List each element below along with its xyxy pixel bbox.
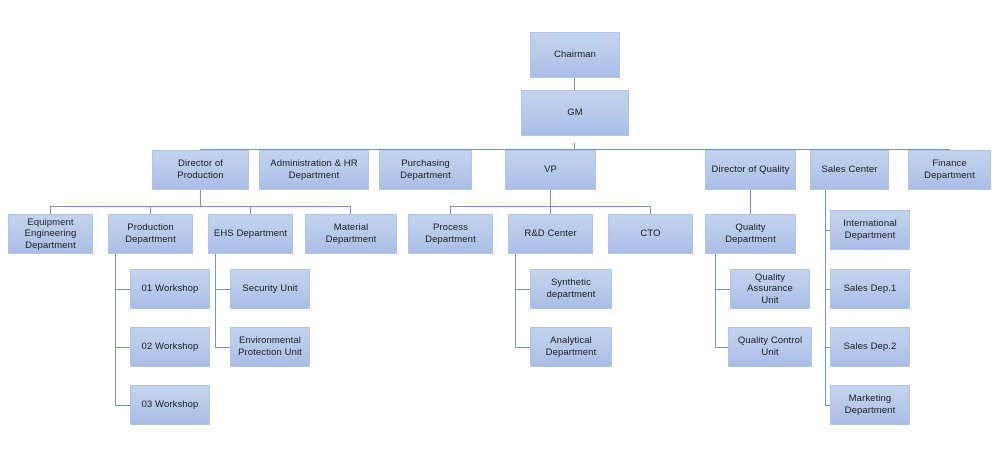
connector-quality-to-control-unit: [715, 347, 730, 348]
connector-ehs-spine: [215, 254, 216, 348]
node-quality-control-unit[interactable]: Quality Control Unit: [728, 327, 812, 367]
node-director-of-quality[interactable]: Director of Quality: [705, 150, 796, 190]
node-material-department[interactable]: Material Department: [305, 214, 397, 254]
node-analytical-department-label: Analytical Department: [545, 335, 597, 358]
node-purchasing-department[interactable]: Purchasing Department: [379, 150, 472, 190]
node-quality-control-unit-label: Quality Control Unit: [737, 335, 803, 358]
connector-stub-equipment-engineering: [50, 206, 51, 214]
node-synthetic-department[interactable]: Synthetic department: [530, 269, 612, 309]
node-gm[interactable]: GM: [521, 90, 629, 136]
node-synthetic-department-label: Synthetic department: [546, 277, 596, 300]
connector-gm-drop: [574, 143, 575, 150]
node-vp[interactable]: VP: [505, 150, 596, 190]
connector-quality-department-spine: [715, 254, 716, 348]
connector-vp-drop: [550, 190, 551, 207]
node-sales-center-label: Sales Center: [821, 164, 878, 176]
connector-production-to-workshop-02: [115, 347, 130, 348]
node-production-department-label: Production Department: [125, 222, 176, 245]
node-gm-label: GM: [567, 107, 583, 119]
node-analytical-department[interactable]: Analytical Department: [530, 327, 612, 367]
node-rd-center-label: R&D Center: [524, 228, 577, 240]
node-01-workshop[interactable]: 01 Workshop: [130, 269, 210, 309]
node-finance-department-label: Finance Department: [924, 158, 975, 181]
node-material-department-label: Material Department: [325, 222, 377, 245]
node-security-unit[interactable]: Security Unit: [230, 269, 310, 309]
node-marketing-department-label: Marketing Department: [844, 393, 896, 416]
node-quality-assurance-unit-label: Quality Assurance Unit: [747, 271, 793, 306]
node-sales-dep-1-label: Sales Dep.1: [843, 283, 897, 295]
node-quality-department[interactable]: Quality Department: [705, 214, 796, 254]
connector-production-to-workshop-03: [115, 405, 130, 406]
node-director-of-production[interactable]: Director of Production: [152, 150, 249, 190]
connector-rd-to-analytical: [515, 347, 530, 348]
connector-quality-to-assurance-unit: [715, 289, 730, 290]
node-equipment-engineering-department-label: Equipment Engineering Department: [24, 216, 77, 251]
node-finance-department[interactable]: Finance Department: [908, 150, 991, 190]
connector-ehs-to-environmental-unit: [215, 347, 230, 348]
node-equipment-engineering-department[interactable]: Equipment Engineering Department: [8, 214, 93, 254]
node-02-workshop[interactable]: 02 Workshop: [130, 327, 210, 367]
node-sales-dep-1[interactable]: Sales Dep.1: [830, 269, 910, 309]
connector-director-production-drop: [200, 190, 201, 207]
node-quality-department-label: Quality Department: [725, 222, 776, 245]
node-security-unit-label: Security Unit: [242, 283, 298, 295]
connector-chairman-gm: [574, 78, 575, 100]
connector-stub-cto: [650, 206, 651, 214]
connector-rd-to-synthetic: [515, 289, 530, 290]
node-quality-assurance-unit[interactable]: Quality Assurance Unit: [730, 269, 810, 309]
node-director-of-production-label: Director of Production: [177, 158, 224, 181]
node-ehs-department-label: EHS Department: [213, 228, 288, 240]
node-rd-center[interactable]: R&D Center: [508, 214, 593, 254]
node-sales-dep-2-label: Sales Dep.2: [843, 341, 897, 353]
node-production-department[interactable]: Production Department: [108, 214, 193, 254]
node-03-workshop[interactable]: 03 Workshop: [130, 385, 210, 425]
connector-production-department-spine: [115, 254, 116, 406]
connector-ehs-to-security-unit: [215, 289, 230, 290]
node-cto[interactable]: CTO: [608, 214, 693, 254]
node-administration-hr-department-label: Administration & HR Department: [270, 158, 358, 181]
node-international-department-label: International Department: [843, 218, 897, 241]
node-process-department[interactable]: Process Department: [408, 214, 493, 254]
node-01-workshop-label: 01 Workshop: [141, 283, 199, 295]
connector-stub-production-department: [150, 206, 151, 214]
node-sales-center[interactable]: Sales Center: [810, 150, 889, 190]
connector-rd-center-spine: [515, 254, 516, 348]
node-02-workshop-label: 02 Workshop: [141, 341, 199, 353]
node-environmental-protection-unit-label: Environmental Protection Unit: [238, 335, 302, 358]
node-process-department-label: Process Department: [425, 222, 476, 245]
node-ehs-department[interactable]: EHS Department: [208, 214, 293, 254]
node-03-workshop-label: 03 Workshop: [141, 399, 199, 411]
connector-sales-center-spine: [825, 190, 826, 405]
connector-stub-ehs: [250, 206, 251, 214]
node-vp-label: VP: [544, 164, 557, 176]
node-purchasing-department-label: Purchasing Department: [400, 158, 451, 181]
node-cto-label: CTO: [640, 228, 661, 240]
node-administration-hr-department[interactable]: Administration & HR Department: [259, 150, 369, 190]
connector-stub-material: [350, 206, 351, 214]
node-chairman-label: Chairman: [554, 49, 596, 61]
node-sales-dep-2[interactable]: Sales Dep.2: [830, 327, 910, 367]
node-marketing-department[interactable]: Marketing Department: [830, 385, 910, 425]
connector-stub-process-department: [450, 206, 451, 214]
connector-director-quality-to-quality-department: [750, 190, 751, 214]
connector-production-bus: [50, 206, 351, 207]
connector-production-to-workshop-01: [115, 289, 130, 290]
connector-stub-rd-center: [550, 206, 551, 214]
node-environmental-protection-unit[interactable]: Environmental Protection Unit: [230, 327, 310, 367]
connector-level2-bus: [200, 149, 949, 150]
node-chairman[interactable]: Chairman: [530, 32, 620, 78]
node-director-of-quality-label: Director of Quality: [711, 164, 790, 176]
node-international-department[interactable]: International Department: [830, 210, 910, 250]
